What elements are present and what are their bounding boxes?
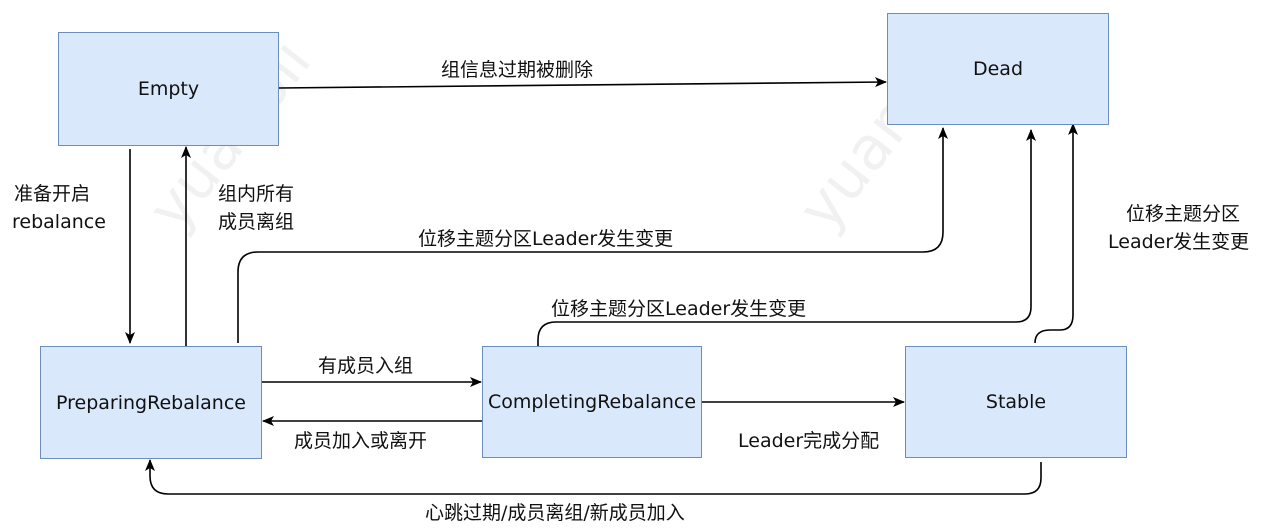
edge-empty-to-dead xyxy=(278,77,887,89)
edge-stable-to-dead xyxy=(1034,123,1078,344)
label-empty-to-preparing-2: rebalance xyxy=(12,211,106,233)
label-empty-to-dead: 组信息过期被删除 xyxy=(441,59,594,81)
label-stable-to-dead-2: Leader发生变更 xyxy=(1108,231,1250,253)
state-completing-rebalance: CompletingRebalance xyxy=(482,346,702,458)
label-completing-to-stable: Leader完成分配 xyxy=(738,430,880,452)
state-preparing-rebalance: PreparingRebalance xyxy=(40,346,262,459)
label-preparing-to-completing: 有成员入组 xyxy=(318,355,414,377)
state-dead: Dead xyxy=(887,13,1109,125)
edge-preparing-to-dead xyxy=(237,127,948,343)
label-preparing-to-empty-2: 成员离组 xyxy=(218,211,295,233)
edge-completing-to-dead xyxy=(537,129,1036,346)
label-completing-to-preparing: 成员加入或离开 xyxy=(294,430,428,452)
state-stable-label: Stable xyxy=(985,391,1047,413)
state-dead-label: Dead xyxy=(972,58,1024,80)
state-preparing-label: PreparingRebalance xyxy=(56,391,246,414)
label-completing-to-dead: 位移主题分区Leader发生变更 xyxy=(551,298,807,320)
state-stable: Stable xyxy=(905,346,1127,458)
label-empty-to-preparing-1: 准备开启 xyxy=(14,183,91,205)
state-completing-label: CompletingRebalance xyxy=(487,391,697,413)
label-stable-to-preparing: 心跳过期/成员离组/新成员加入 xyxy=(425,502,685,524)
edge-stable-to-preparing xyxy=(145,459,1042,495)
label-stable-to-dead-1: 位移主题分区 xyxy=(1126,203,1241,225)
label-preparing-to-empty-1: 组内所有 xyxy=(218,183,295,205)
state-empty: Empty xyxy=(58,32,279,146)
state-empty-label: Empty xyxy=(137,78,200,100)
label-preparing-to-dead: 位移主题分区Leader发生变更 xyxy=(418,228,674,250)
